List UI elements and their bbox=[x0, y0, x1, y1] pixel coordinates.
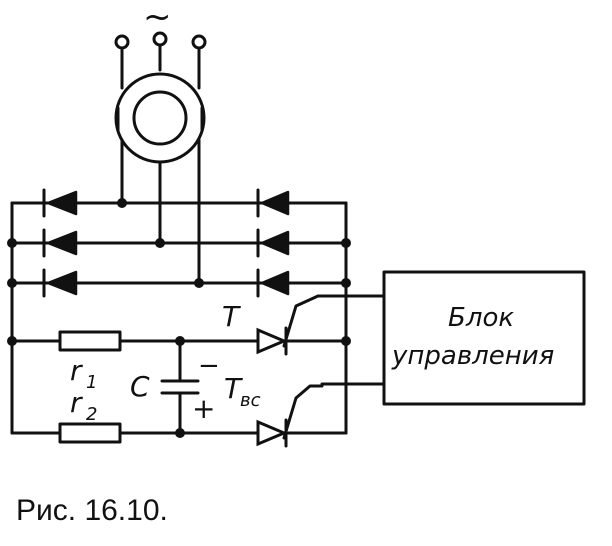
label-t: T bbox=[222, 300, 241, 333]
thyristor-tvc bbox=[256, 382, 386, 448]
thyristor-t bbox=[256, 294, 386, 356]
diode-right-1 bbox=[256, 188, 290, 218]
label-tvc-sub: вс bbox=[240, 390, 261, 411]
figure-caption: Рис. 16.10. bbox=[16, 494, 168, 527]
ac-source-symbol: ~ bbox=[143, 0, 172, 37]
generator bbox=[114, 72, 206, 285]
label-plus: + bbox=[192, 392, 215, 425]
input-terminals bbox=[114, 31, 207, 90]
control-block bbox=[382, 270, 586, 406]
diode-right-2 bbox=[256, 228, 290, 258]
label-tvc: T bbox=[224, 372, 243, 405]
capacitor bbox=[160, 379, 200, 395]
junction-dots bbox=[7, 198, 351, 438]
diode-left-1 bbox=[42, 188, 78, 218]
resistor-r1 bbox=[58, 330, 122, 352]
label-r1: r bbox=[70, 354, 83, 387]
diode-right-3 bbox=[256, 268, 290, 298]
label-c: C bbox=[130, 370, 150, 403]
diode-left-2 bbox=[42, 228, 78, 258]
label-r1-sub: 1 bbox=[86, 372, 97, 393]
label-r2: r bbox=[70, 386, 83, 419]
resistor-r2 bbox=[58, 422, 122, 444]
control-block-line1: Блок bbox=[448, 303, 514, 333]
label-minus: − bbox=[198, 351, 220, 381]
control-block-line2: управления bbox=[391, 341, 554, 371]
label-r2-sub: 2 bbox=[86, 404, 97, 425]
diode-left-3 bbox=[42, 268, 78, 298]
